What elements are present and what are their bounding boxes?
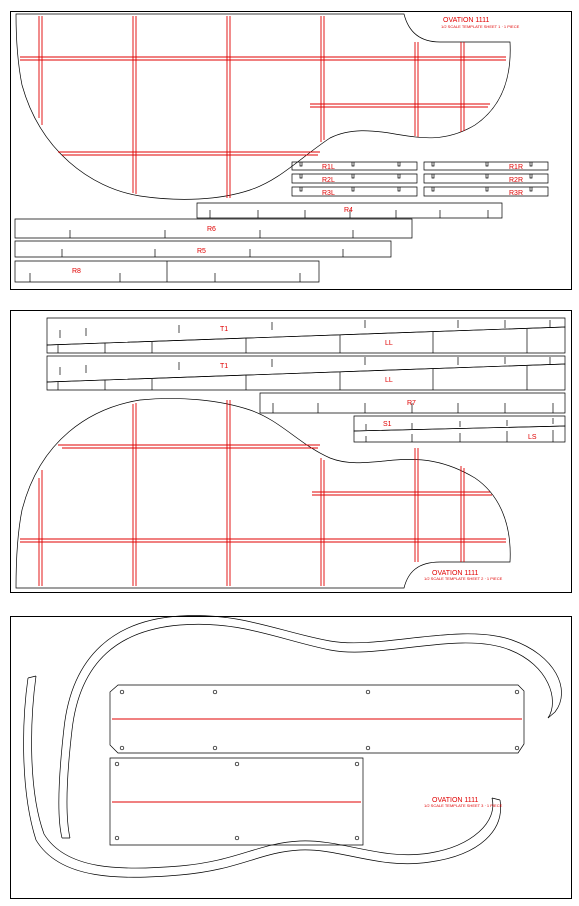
rib-r2l-label: R2L: [322, 177, 335, 184]
rib-r6-label: R6: [207, 226, 216, 233]
brand-subtitle-1: 1/2 SCALE TEMPLATE SHEET 1 · 1 PIECE: [441, 24, 520, 29]
rib-r6: [14, 218, 413, 239]
strip-t1-b-label: T1: [220, 363, 228, 370]
body-outline-top: [15, 13, 511, 200]
brand-subtitle-2: 1/2 SCALE TEMPLATE SHEET 2 · 1 PIECE: [424, 576, 503, 581]
brand-subtitle-3: 1/2 SCALE TEMPLATE SHEET 3 · 1 PIECE: [424, 803, 503, 808]
rib-r1l-label: R1L: [322, 164, 335, 171]
brand-title-3: OVATION 1111: [432, 797, 479, 804]
strip-ll-a-label: LL: [385, 340, 393, 347]
panel-2-frame: [10, 310, 572, 593]
side-rim: [23, 615, 562, 878]
strip-ll-a: [46, 326, 566, 354]
strip-s1-label: S1: [383, 421, 392, 428]
rib-r4-label: R4: [344, 207, 353, 214]
rib-r8: [14, 260, 320, 283]
panel-3-frame: [10, 616, 572, 899]
guide-lines-2: [20, 400, 506, 586]
rib-r5-label: R5: [197, 248, 206, 255]
panel-1: OVATION 1111 1/2 SCALE TEMPLATE SHEET 1 …: [10, 11, 572, 290]
rib-r8-label: R8: [72, 268, 81, 275]
rib-r7: [259, 392, 566, 414]
rib-r5: [14, 240, 392, 258]
rib-r2l: [291, 173, 418, 184]
rib-r2r: [423, 173, 549, 184]
strip-t1-a-label: T1: [220, 326, 228, 333]
strip-ll-b: [46, 363, 566, 391]
strip-ll-b-label: LL: [385, 377, 393, 384]
rib-r4: [196, 202, 503, 219]
body-outline-bottom: [15, 398, 511, 589]
panel-2: T1 LL T1 LL R7 S1 LS OVATION 1111: [10, 310, 572, 593]
rib-r3l-label: R3L: [322, 190, 335, 197]
back-plate: [109, 757, 364, 846]
rib-r1l: [291, 161, 418, 171]
rib-r3l: [291, 186, 418, 197]
rib-r3r: [423, 186, 549, 197]
rib-r1r: [423, 161, 549, 171]
panel-1-frame: [10, 11, 572, 290]
strip-t1-a: [46, 317, 566, 346]
rib-r1r-label: R1R: [509, 164, 523, 171]
rib-r2r-label: R2R: [509, 177, 523, 184]
strip-ls-label: LS: [528, 434, 537, 441]
rib-r7-label: R7: [407, 400, 416, 407]
guide-lines-1: [20, 16, 506, 198]
rib-r3r-label: R3R: [509, 190, 523, 197]
brand-title-2: OVATION 1111: [432, 570, 479, 577]
top-plate: [109, 684, 525, 754]
strip-ls: [353, 425, 566, 443]
panel-3: OVATION 1111 1/2 SCALE TEMPLATE SHEET 3 …: [10, 615, 572, 899]
strip-t1-b: [46, 355, 566, 383]
brand-title-1: OVATION 1111: [443, 17, 490, 24]
